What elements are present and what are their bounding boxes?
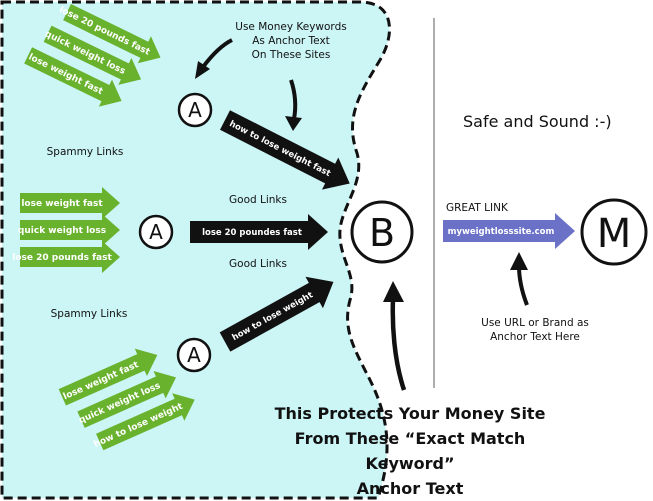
blue-arrow: myweightlosssite.com bbox=[443, 213, 575, 249]
node-a-mid: A bbox=[138, 214, 174, 250]
good-links-top: Good Links bbox=[229, 194, 287, 206]
green-group-middle: lose weight fast quick weight loss lose … bbox=[12, 187, 120, 273]
arrow-up-to-blue bbox=[510, 252, 529, 306]
protects-caption: This Protects Your Money Site From These… bbox=[274, 404, 546, 498]
money-keywords-note: Use Money Keywords As Anchor Text On The… bbox=[235, 21, 347, 61]
curved-arrow-down bbox=[285, 79, 302, 131]
spammy-links-bottom: Spammy Links bbox=[50, 308, 128, 320]
good-links-bottom: Good Links bbox=[229, 258, 287, 270]
node-a-bottom: A bbox=[176, 337, 212, 373]
svg-text:A: A bbox=[188, 98, 202, 122]
green-mid-3: lose 20 pounds fast bbox=[12, 253, 112, 263]
spammy-links-top: Spammy Links bbox=[46, 146, 124, 158]
curved-arrow-left bbox=[195, 38, 233, 79]
svg-text:A: A bbox=[187, 343, 201, 367]
green-mid-2: quick weight loss bbox=[18, 226, 106, 236]
svg-text:A: A bbox=[149, 220, 163, 244]
black-arrow-middle: lose 20 poundes fast bbox=[190, 214, 328, 250]
green-mid-1: lose weight fast bbox=[21, 199, 103, 209]
svg-text:B: B bbox=[369, 211, 395, 255]
node-b: B bbox=[350, 200, 414, 264]
arrow-up-to-b bbox=[383, 281, 407, 391]
svg-text:M: M bbox=[597, 211, 632, 257]
use-url-note: Use URL or Brand as Anchor Text Here bbox=[481, 317, 589, 343]
node-a-top: A bbox=[177, 92, 213, 128]
blue-arrow-label: myweightlosssite.com bbox=[448, 227, 555, 237]
black-arrow-mid-label: lose 20 poundes fast bbox=[202, 228, 302, 238]
node-m: M bbox=[580, 198, 648, 266]
safe-and-sound: Safe and Sound :-) bbox=[463, 112, 612, 131]
great-link-label: GREAT LINK bbox=[446, 202, 508, 214]
